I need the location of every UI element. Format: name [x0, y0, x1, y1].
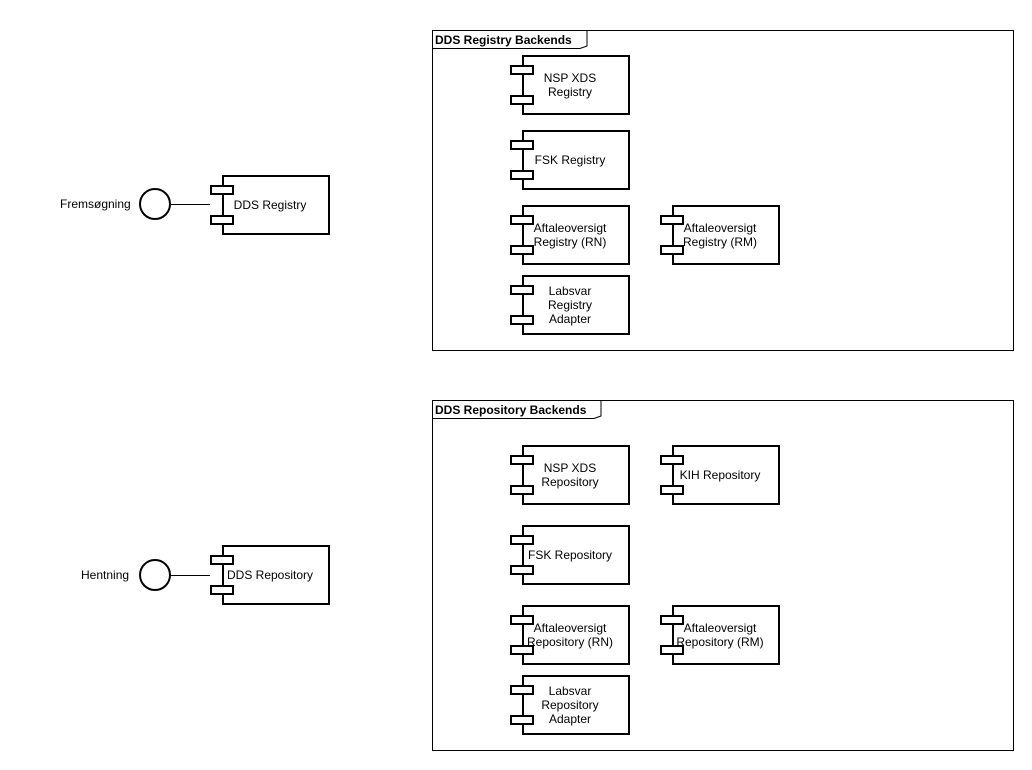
registry-labsvar-label: Labsvar Registry Adapter	[547, 284, 592, 326]
dds-registry-component: DDS Registry	[210, 175, 330, 235]
repository-aftale-rm-component: Aftaleoversigt Repository (RM)	[660, 605, 780, 665]
registry-aftale-rn-label: Aftaleoversigt Registry (RN)	[533, 221, 607, 249]
repository-backends-frame: DDS Repository Backends	[432, 400, 1014, 751]
hentning-label: Hentning	[81, 568, 130, 582]
registry-fsk-label: FSK Registry	[534, 153, 606, 167]
registry-fsk-component: FSK Registry	[510, 130, 630, 190]
repository-fsk-label: FSK Repository	[527, 548, 613, 562]
registry-backends-frame: DDS Registry Backends	[432, 30, 1014, 351]
registry-nsp-xds-component: NSP XDS Registry	[510, 55, 630, 115]
repository-labsvar-label: Labsvar Repository Adapter	[541, 684, 599, 726]
repository-aftale-rm-label: Aftaleoversigt Repository (RM)	[676, 621, 764, 649]
hentning-connector	[171, 575, 210, 576]
registry-frame-tab	[432, 30, 588, 49]
repository-nsp-xds-label: NSP XDS Repository	[541, 461, 599, 489]
repository-fsk-component: FSK Repository	[510, 525, 630, 585]
repository-nsp-xds-component: NSP XDS Repository	[510, 445, 630, 505]
repository-kih-component: KIH Repository	[660, 445, 780, 505]
registry-backends-title: DDS Registry Backends	[435, 33, 572, 47]
repository-kih-label: KIH Repository	[679, 468, 761, 482]
registry-aftale-rn-component: Aftaleoversigt Registry (RN)	[510, 205, 630, 265]
repository-backends-title: DDS Repository Backends	[435, 403, 587, 417]
registry-labsvar-component: Labsvar Registry Adapter	[510, 275, 630, 335]
fremsogning-interface-circle	[139, 188, 171, 220]
dds-repository-component: DDS Repository	[210, 545, 330, 605]
registry-aftale-rm-label: Aftaleoversigt Registry (RM)	[683, 221, 757, 249]
registry-aftale-rm-component: Aftaleoversigt Registry (RM)	[660, 205, 780, 265]
hentning-interface-circle	[139, 559, 171, 591]
dds-repository-label: DDS Repository	[226, 568, 314, 582]
repository-aftale-rn-label: Aftaleoversigt Repository (RN)	[526, 621, 613, 649]
fremsogning-label: Fremsøgning	[60, 197, 131, 211]
fremsogning-connector	[171, 204, 210, 205]
repository-aftale-rn-component: Aftaleoversigt Repository (RN)	[510, 605, 630, 665]
repository-labsvar-component: Labsvar Repository Adapter	[510, 675, 630, 735]
dds-registry-label: DDS Registry	[233, 198, 307, 212]
registry-nsp-xds-label: NSP XDS Registry	[543, 71, 597, 99]
repository-frame-tab	[432, 400, 602, 419]
